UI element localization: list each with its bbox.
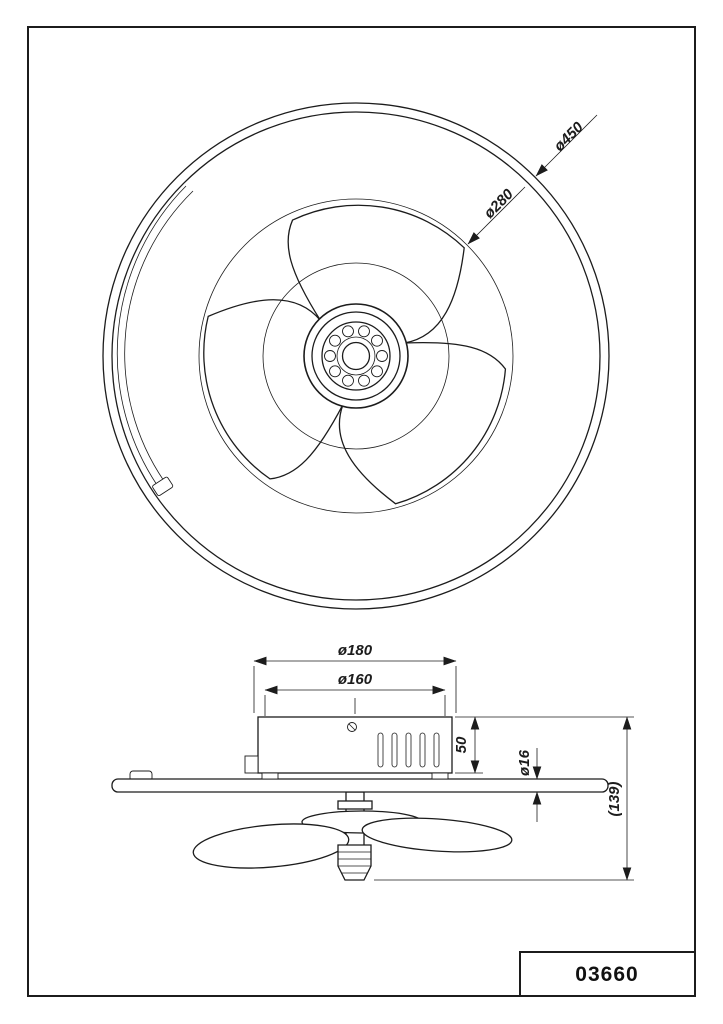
dimension-housing-diameter: ø160 [264,671,446,716]
dimension-mount-diameter: ø180 [253,642,457,713]
dim-label-mount-diameter: ø180 [338,642,373,659]
dim-label-fan-diameter: ø280 [481,185,518,222]
mounting-circle [262,262,450,450]
housing-foot-right [431,772,449,780]
spiral-tail-inner [124,190,194,482]
terminal-block [244,755,259,774]
dim-label-ring-diameter: ø450 [551,118,588,155]
screw-icon [347,722,357,732]
vent-slots [377,732,440,768]
motor-cup [337,844,372,881]
blade-tip-circle [198,198,514,514]
side-view: ø180 ø160 50 ø16 (139) [111,642,634,881]
dimension-housing-height: 50 [453,716,634,774]
hub-bearing [303,303,409,409]
title-block: 03660 [519,951,696,997]
housing-foot-left [261,772,279,780]
blade-bracket [337,800,373,810]
fan-blades-top [203,204,507,505]
fan-blade-side-right [361,817,513,853]
dim-label-housing-height: 50 [453,736,470,753]
top-view: ø450 ø280 [102,102,610,610]
ring-tube-outer-edge [102,102,610,610]
part-number: 03660 [575,963,638,986]
dimension-fan-diameter: ø280 [467,185,526,245]
bearing-balls [324,325,388,387]
dimension-ring-tube-diameter: ø16 [516,748,542,822]
fan-blade-side-left [192,823,350,869]
dimension-overall-height: (139) [374,716,634,881]
spiral-end-cap [152,476,174,496]
dimension-ring-diameter: ø450 [535,114,598,177]
light-ring-plate [111,778,609,793]
sheet-border [27,26,696,997]
spiral-tail-outer [116,185,187,486]
dim-label-ring-tube-diameter: ø16 [516,749,533,776]
dim-label-housing-diameter: ø160 [338,671,373,688]
dim-label-overall-height: (139) [606,781,623,816]
ring-tube-inner-edge [111,111,601,601]
